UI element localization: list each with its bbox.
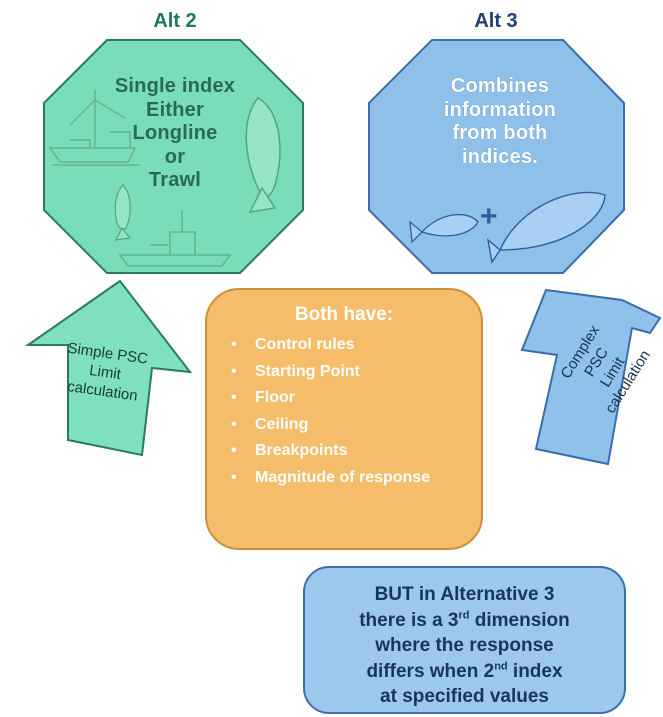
alt2-line: Single index bbox=[114, 75, 236, 97]
note-line: at specified values bbox=[380, 686, 549, 707]
list-item-label: Ceiling bbox=[255, 415, 309, 433]
list-item-label: Floor bbox=[255, 389, 295, 406]
list-item: • Breakpoints bbox=[225, 438, 455, 465]
bullet-icon: • bbox=[231, 389, 237, 406]
list-item-label: Control rules bbox=[255, 336, 355, 353]
note-line: where the response bbox=[375, 635, 554, 656]
both-have-box: Both have: • Control rules • Starting Poin… bbox=[205, 288, 483, 550]
list-item: • Starting Point bbox=[225, 359, 455, 386]
list-item: • Magnitude of response bbox=[225, 465, 455, 492]
alt2-line: or bbox=[164, 145, 186, 168]
note-line: differs when 2nd index bbox=[305, 659, 624, 685]
both-have-title: Both have: bbox=[294, 304, 394, 325]
alt2-description: Single index Either Longline or Trawl bbox=[70, 75, 280, 193]
alt3-line: from both bbox=[452, 122, 548, 145]
list-item: • Ceiling bbox=[225, 412, 455, 439]
fishing-boat-icon bbox=[48, 90, 140, 166]
alt2-line: Either bbox=[146, 98, 204, 121]
note-superscript: rd bbox=[458, 609, 470, 622]
alt3-line: information bbox=[443, 98, 557, 121]
alt3-line: indices. bbox=[461, 145, 539, 168]
halibut-icon bbox=[245, 97, 281, 213]
note-text: there is a 3 bbox=[359, 609, 459, 631]
alt2-title: Alt 2 bbox=[153, 10, 197, 32]
both-have-list: • Control rules • Starting Point • Floor • C… bbox=[225, 332, 455, 491]
list-item: • Control rules bbox=[225, 332, 455, 359]
bullet-icon: • bbox=[231, 468, 237, 486]
bullet-icon: • bbox=[231, 362, 237, 380]
alt2-line: Longline bbox=[132, 122, 218, 145]
right-arrow bbox=[520, 288, 662, 466]
note-line: BUT in Alternative 3 bbox=[374, 584, 555, 605]
trawler-icon bbox=[118, 210, 232, 267]
bullet-icon: • bbox=[231, 442, 237, 459]
list-item: • Floor bbox=[225, 385, 455, 412]
large-halibut-icon bbox=[486, 191, 606, 264]
note-text: differs when 2 bbox=[366, 660, 495, 682]
note-text: dimension bbox=[469, 609, 570, 631]
alternative3-note-box: BUT in Alternative 3 there is a 3rd dime… bbox=[303, 566, 626, 714]
alt3-line: Combines bbox=[450, 75, 550, 97]
small-fish-icon bbox=[409, 213, 479, 244]
note-text: index bbox=[507, 660, 563, 682]
plus-icon: + bbox=[480, 200, 498, 233]
left-arrow bbox=[24, 279, 193, 457]
bullet-icon: • bbox=[231, 336, 237, 353]
alt3-title: Alt 3 bbox=[474, 10, 518, 32]
note-superscript: nd bbox=[494, 660, 508, 673]
list-item-label: Magnitude of response bbox=[255, 468, 431, 486]
list-item-label: Breakpoints bbox=[255, 442, 348, 459]
alt2-line: Trawl bbox=[148, 169, 202, 192]
alt3-description: Combines information from both indices. bbox=[400, 75, 600, 169]
list-item-label: Starting Point bbox=[255, 362, 360, 380]
alt2-octagon bbox=[43, 39, 304, 274]
small-halibut-icon bbox=[114, 184, 132, 241]
bullet-icon: • bbox=[231, 415, 237, 433]
note-line: there is a 3rd dimension bbox=[305, 608, 624, 634]
